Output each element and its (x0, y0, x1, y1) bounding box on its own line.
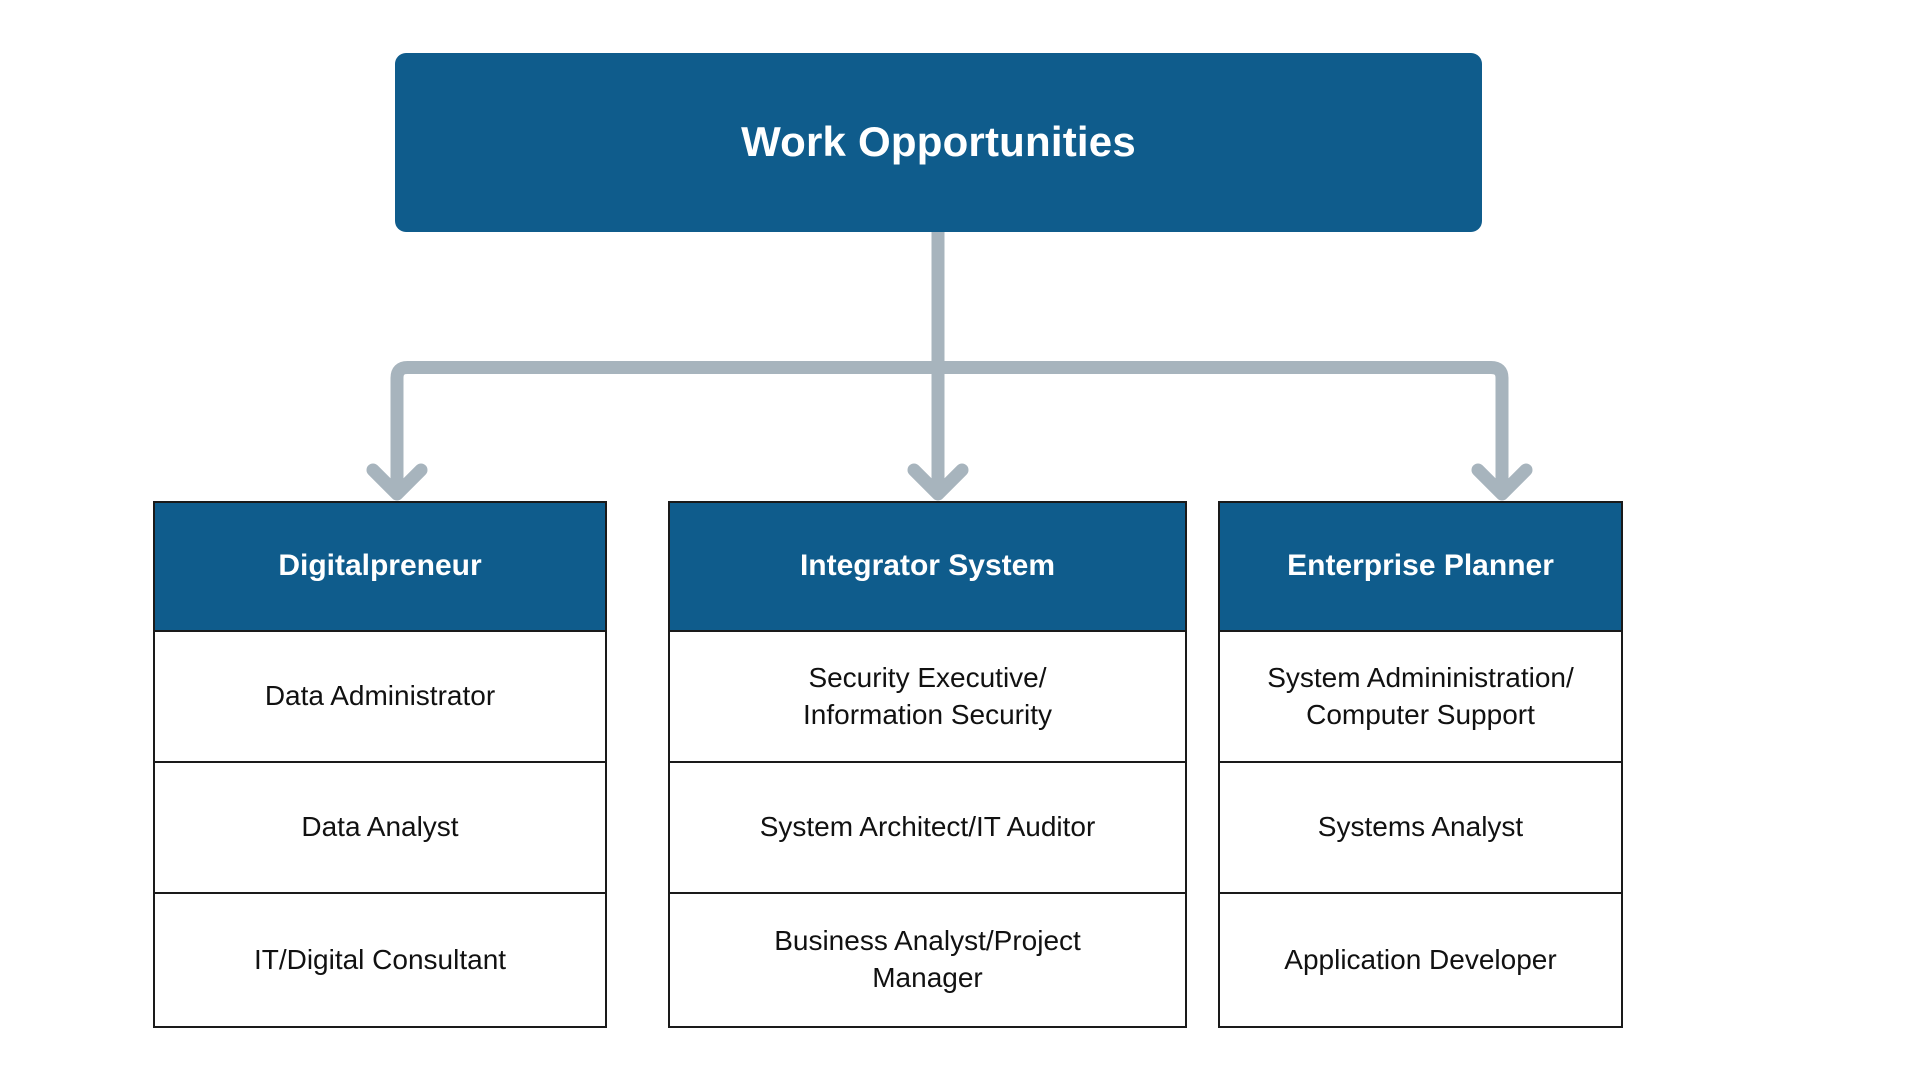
branch-row[interactable]: System Architect/IT Auditor (668, 763, 1187, 894)
branch-row-label: Security Executive/ Information Security (803, 661, 1052, 730)
arrow-down-icon-branch-2 (907, 460, 969, 501)
branch-row[interactable]: Application Developer (1218, 894, 1623, 1028)
branch-row-label: IT/Digital Consultant (253, 943, 507, 975)
arrow-down-icon-branch-3 (1471, 460, 1533, 501)
branch-row[interactable]: Business Analyst/Project Manager (668, 894, 1187, 1028)
branch-row[interactable]: Security Executive/ Information Security (668, 632, 1187, 763)
branch-row-label: Data Analyst (301, 811, 459, 843)
branch-row[interactable]: Systems Analyst (1218, 763, 1623, 894)
branch-row[interactable]: IT/Digital Consultant (153, 894, 607, 1028)
branch-header-2[interactable]: Integrator System (668, 501, 1187, 632)
branch-row-label: Systems Analyst (1317, 811, 1524, 843)
root-node-label: Work Opportunities (741, 118, 1136, 166)
branch-row[interactable]: Data Administrator (153, 632, 607, 763)
branch-row-label: Application Developer (1284, 943, 1557, 975)
branch-header-label-2: Integrator System (799, 549, 1056, 583)
branch-header-label-3: Enterprise Planner (1287, 549, 1554, 583)
branch-row-label: Business Analyst/Project Manager (774, 925, 1081, 993)
branch-column-digitalpreneur: Digitalpreneur Data Administrator Data A… (153, 501, 607, 1028)
arrow-down-icon-branch-1 (366, 460, 428, 501)
branch-row-label: System Admininistration/ Computer Suppor… (1267, 661, 1574, 730)
branch-column-enterprise-planner: Enterprise Planner System Admininistrati… (1218, 501, 1623, 1028)
branch-header-label-1: Digitalpreneur (278, 549, 482, 583)
root-node-work-opportunities[interactable]: Work Opportunities (395, 53, 1482, 232)
branch-row[interactable]: System Admininistration/ Computer Suppor… (1218, 632, 1623, 763)
branch-row-label: Data Administrator (264, 680, 496, 712)
branch-row[interactable]: Data Analyst (153, 763, 607, 894)
branch-header-1[interactable]: Digitalpreneur (153, 501, 607, 632)
branch-header-3[interactable]: Enterprise Planner (1218, 501, 1623, 632)
connector-distribution-bar (390, 361, 1509, 470)
branch-column-integrator-system: Integrator System Security Executive/ In… (668, 501, 1187, 1028)
branch-row-label: System Architect/IT Auditor (759, 811, 1096, 843)
